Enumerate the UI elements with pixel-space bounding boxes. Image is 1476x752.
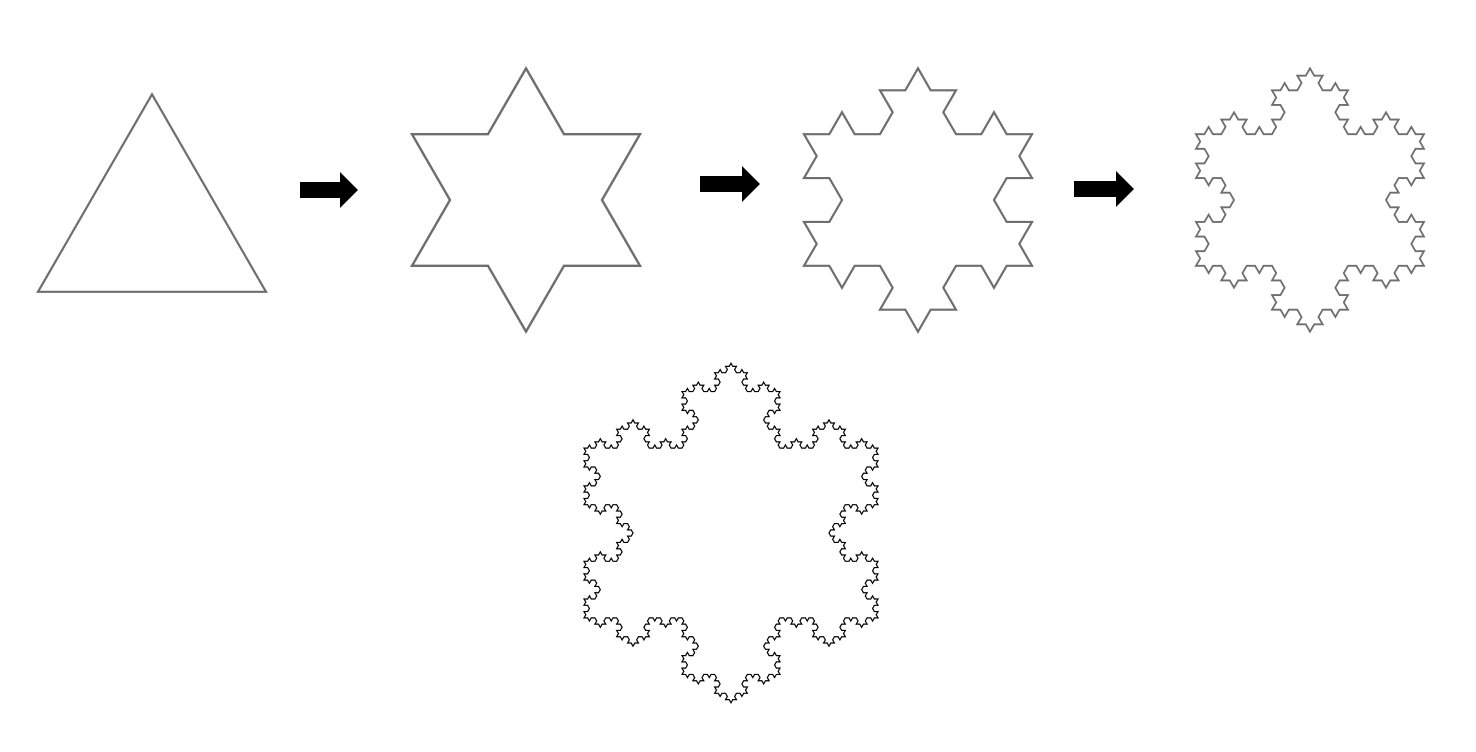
koch-stage-4-snowflake <box>582 362 880 704</box>
right-arrow-icon <box>1074 171 1134 207</box>
koch-stage-3-snowflake <box>1194 66 1426 334</box>
koch-stage-0-triangle <box>36 92 268 293</box>
right-arrow-icon <box>700 166 760 202</box>
koch-stage-1-star <box>409 65 643 335</box>
right-arrow-icon <box>300 172 358 208</box>
koch-stage-2-snowflake <box>802 66 1034 334</box>
